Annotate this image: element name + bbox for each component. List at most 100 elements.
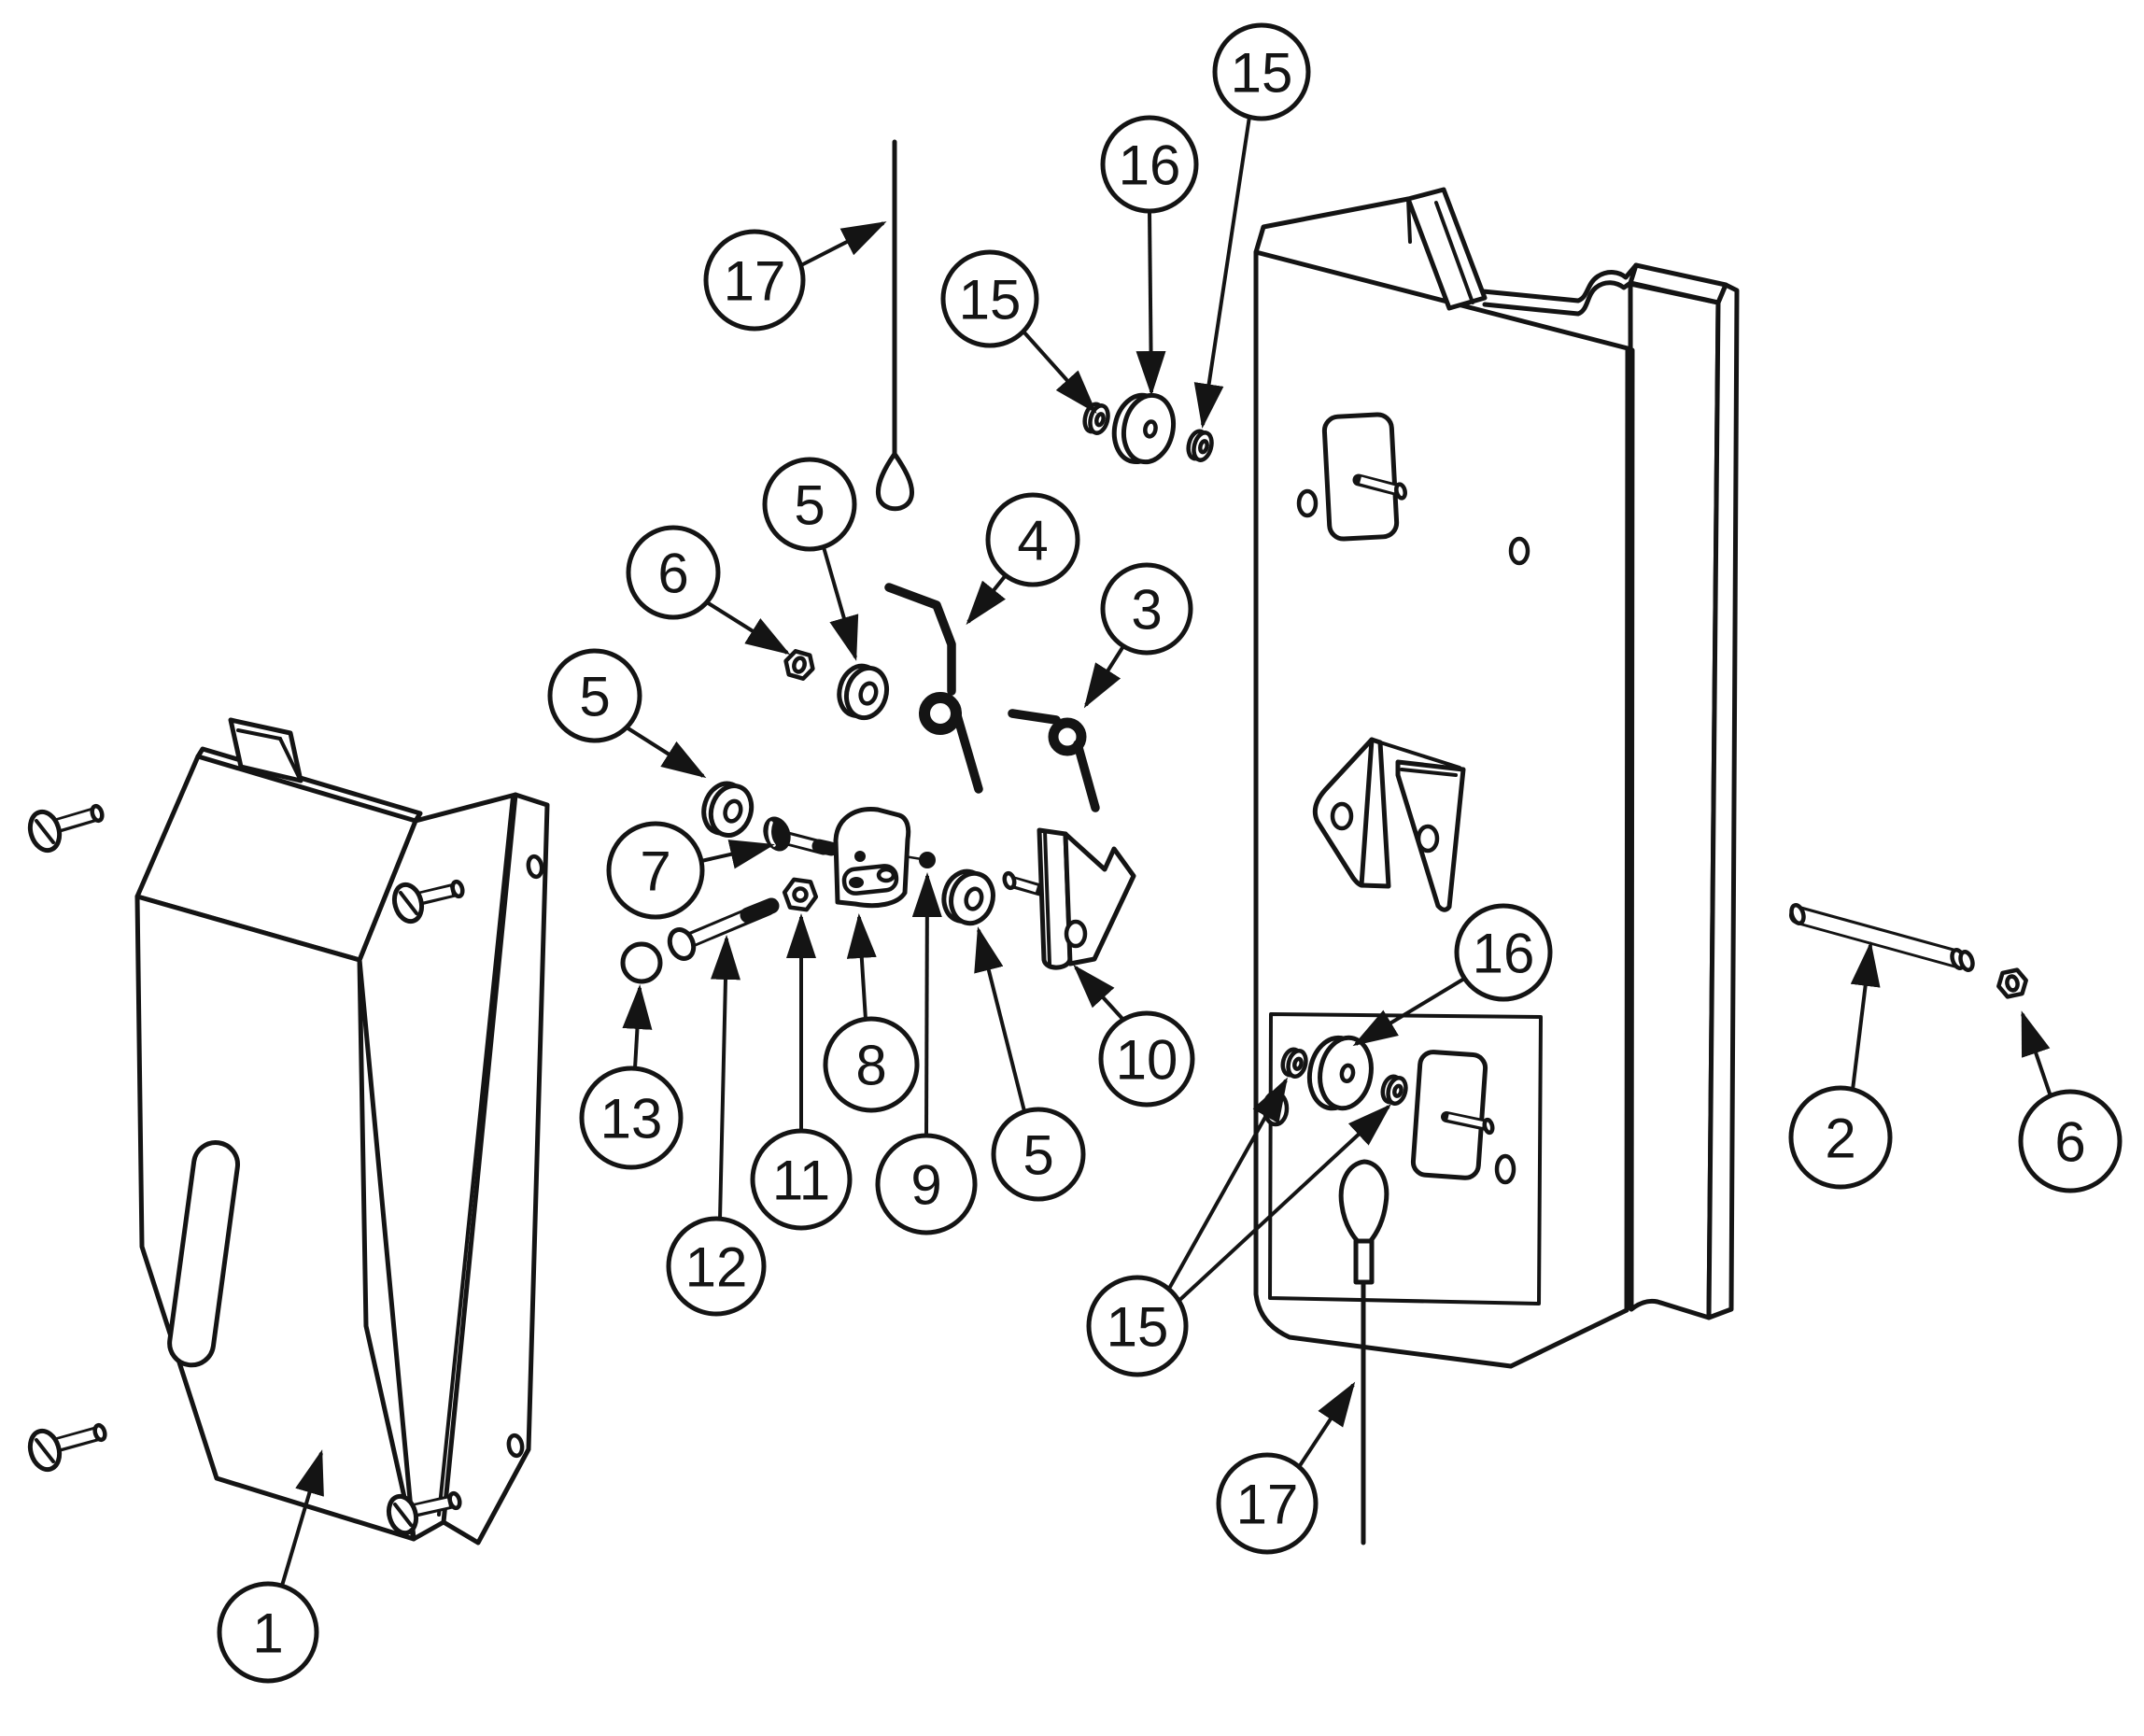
cable-crimp-sleeve xyxy=(1353,1238,1375,1285)
callout-16: 16 xyxy=(1352,903,1553,1047)
flat-washer-5 xyxy=(941,868,995,926)
callout-balloon-17 xyxy=(1216,1452,1319,1555)
machine-screw xyxy=(27,1422,107,1473)
clevis-bracket xyxy=(1312,737,1466,912)
callout-number: 11 xyxy=(772,1150,830,1212)
callout-balloon-11 xyxy=(750,1128,853,1231)
callout-balloon-13 xyxy=(579,1066,684,1170)
callout-number: 12 xyxy=(685,1236,748,1299)
leader-line xyxy=(280,1449,324,1587)
machine-screw xyxy=(386,1490,462,1536)
flange-hole xyxy=(526,854,544,880)
latch-cam-8 xyxy=(833,807,911,909)
callout-5: 5 xyxy=(974,926,1086,1202)
top-hook-tab xyxy=(1405,187,1488,311)
callout-number: 5 xyxy=(579,666,610,728)
small-washer-15 xyxy=(1186,429,1214,462)
hex-nut-6 xyxy=(1996,967,2028,999)
flat-washer-5 xyxy=(837,663,890,721)
callout-6: 6 xyxy=(626,525,791,656)
mounting-hole xyxy=(1296,488,1319,518)
callout-6: 6 xyxy=(2018,1010,2123,1193)
leader-line xyxy=(622,984,653,1069)
callout-balloon-15 xyxy=(1212,22,1311,121)
leader-line xyxy=(1850,941,1881,1091)
callout-balloon-6 xyxy=(2018,1089,2123,1193)
bracket-hole xyxy=(1416,824,1440,854)
callout-balloon-5 xyxy=(991,1107,1086,1202)
leader-line xyxy=(1073,965,1125,1022)
hex-nut-6 xyxy=(783,649,815,681)
pivot-ball-9 xyxy=(919,852,936,868)
leader-line xyxy=(966,573,1008,626)
callout-17: 17 xyxy=(1216,1381,1356,1555)
callout-13: 13 xyxy=(579,984,684,1170)
cover-slot xyxy=(167,1139,240,1368)
leader-line xyxy=(1297,1381,1356,1469)
cover-front-face xyxy=(134,894,416,1542)
callout-balloon-16 xyxy=(1100,115,1199,214)
callout-number: 2 xyxy=(1825,1108,1855,1170)
small-washer-15 xyxy=(1280,1047,1308,1079)
callout-number: 17 xyxy=(724,250,786,313)
callout-balloon-12 xyxy=(666,1216,767,1317)
callout-number: 15 xyxy=(1231,42,1293,105)
leader-line xyxy=(911,872,942,1136)
callout-balloon-16 xyxy=(1454,903,1553,1002)
shoulder-bolt-7 xyxy=(763,816,839,856)
callout-number: 8 xyxy=(855,1035,886,1097)
callout-balloon-1 xyxy=(217,1581,319,1684)
callout-9: 9 xyxy=(875,872,978,1235)
callout-17: 17 xyxy=(703,221,887,332)
small-washer-15 xyxy=(1082,402,1110,435)
leader-line xyxy=(1083,644,1125,709)
leader-line xyxy=(800,221,887,267)
callout-number: 5 xyxy=(1023,1124,1053,1187)
machine-screw xyxy=(391,879,465,924)
callout-3: 3 xyxy=(1083,562,1193,709)
bracket-hole xyxy=(1330,801,1354,831)
lanyard-cable-top xyxy=(875,139,915,512)
leader-line xyxy=(822,546,859,661)
callout-number: 3 xyxy=(1131,579,1162,642)
callout-balloon-6 xyxy=(626,525,721,620)
small-washer-15 xyxy=(1380,1074,1408,1106)
grommet-16 xyxy=(1111,392,1177,465)
callout-number: 15 xyxy=(1107,1296,1169,1359)
keeper-pin-tip xyxy=(1394,482,1407,501)
callout-15: 15 xyxy=(940,249,1097,414)
callout-number: 4 xyxy=(1017,510,1048,572)
callout-number: 1 xyxy=(252,1602,283,1665)
jam-nut-11 xyxy=(782,877,819,912)
callout-5: 5 xyxy=(762,457,859,661)
leader-line xyxy=(1172,1104,1391,1307)
latch-hole xyxy=(854,851,866,862)
callout-number: 6 xyxy=(2054,1111,2085,1174)
callout-11: 11 xyxy=(750,913,853,1231)
callout-2: 2 xyxy=(1788,941,1893,1190)
torsion-spring-4 xyxy=(884,583,983,794)
callout-balloon-10 xyxy=(1098,1010,1195,1108)
callout-1: 1 xyxy=(217,1449,324,1684)
callout-number: 7 xyxy=(640,840,670,903)
flat-washer-5 xyxy=(701,781,755,838)
callout-number: 9 xyxy=(910,1154,941,1217)
right-channel-upright xyxy=(1253,187,1740,1369)
cover-plate xyxy=(134,717,550,1545)
callout-10: 10 xyxy=(1073,965,1195,1108)
callout-balloon-4 xyxy=(985,492,1080,587)
callout-16: 16 xyxy=(1100,115,1199,396)
flange-hole xyxy=(506,1433,525,1459)
leader-line xyxy=(1352,977,1466,1047)
keeper-bracket-10 xyxy=(1002,827,1136,970)
leader-line xyxy=(1135,210,1166,396)
callout-number: 16 xyxy=(1119,134,1181,197)
machine-screw xyxy=(27,803,105,854)
callout-balloon-15 xyxy=(1086,1275,1189,1377)
leader-line xyxy=(974,926,1026,1112)
torsion-spring-3 xyxy=(1008,709,1100,812)
callout-balloon-7 xyxy=(606,821,705,920)
callout-number: 13 xyxy=(600,1088,663,1150)
